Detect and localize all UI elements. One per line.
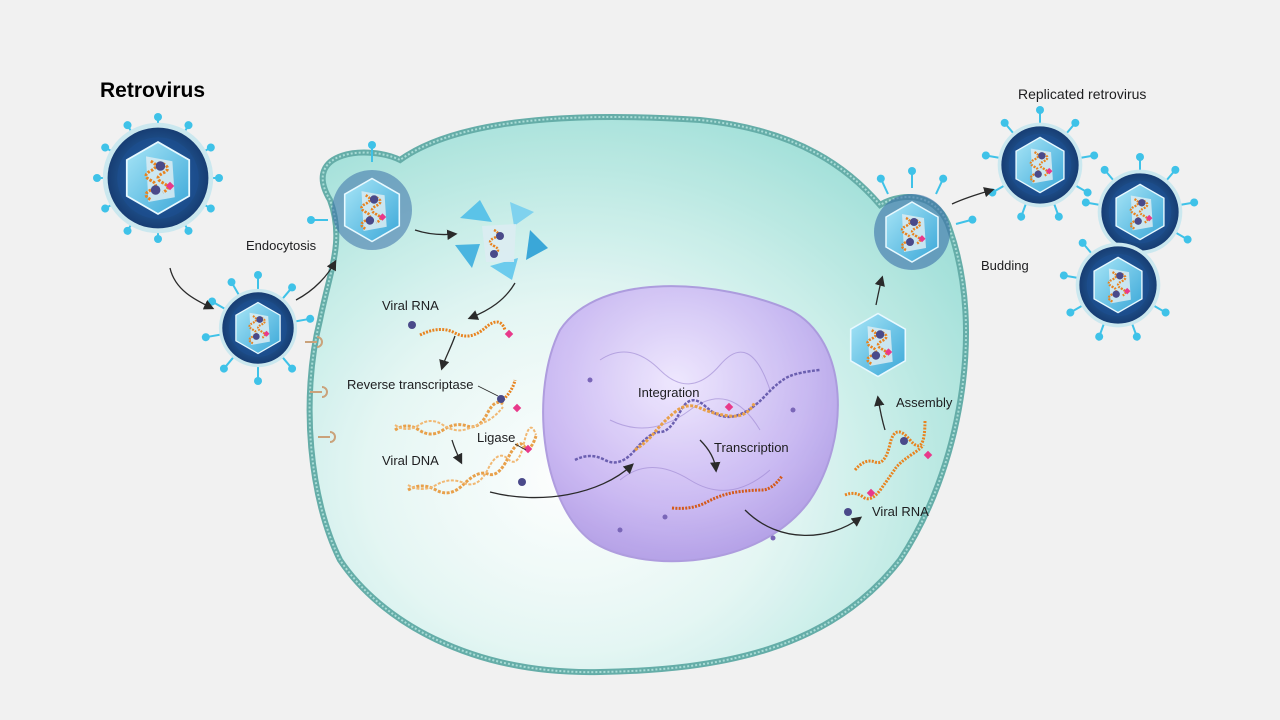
arrow-reverse-transcribe <box>439 335 456 371</box>
arrow-release <box>951 187 995 205</box>
leader-ligase <box>514 443 527 451</box>
arrow-integrate <box>489 463 634 499</box>
title: Retrovirus <box>100 79 205 102</box>
nucleus <box>542 285 839 563</box>
label-viral-rna-in: Viral RNA <box>382 298 439 313</box>
label-reverse-transcriptase: Reverse transcriptase <box>347 377 473 392</box>
free-retrovirus <box>92 112 224 244</box>
replicated-virion-1 <box>980 105 1100 223</box>
label-endocytosis: Endocytosis <box>246 238 317 253</box>
arrow-transcribe <box>699 439 721 473</box>
outgoing-viral-rna <box>844 419 933 516</box>
label-budding: Budding <box>981 258 1029 273</box>
replicated-virion-2 <box>1080 152 1200 254</box>
arrow-attach <box>169 267 215 310</box>
membrane-receptors <box>305 336 336 443</box>
linear-viral-dna <box>407 426 538 495</box>
arrow-bud <box>874 275 885 306</box>
process-arrows <box>169 187 995 537</box>
label-viral-dna: Viral DNA <box>382 453 439 468</box>
arrow-to-dna <box>451 439 463 465</box>
output-label: Replicated retrovirus <box>1018 86 1146 102</box>
arrow-assembly <box>874 395 886 431</box>
incoming-viral-rna <box>408 320 514 339</box>
label-integration: Integration <box>638 385 699 400</box>
uncoating-capsid <box>455 200 548 280</box>
integrated-provirus <box>574 368 821 464</box>
reverse-transcribed-dna <box>394 379 522 436</box>
label-assembly: Assembly <box>896 395 953 410</box>
endocytosed-virus <box>306 140 412 250</box>
arrow-export <box>744 509 863 537</box>
arrow-release-rna <box>467 282 516 320</box>
leader-reverse-transcriptase <box>477 385 499 397</box>
binding-virus <box>200 270 316 386</box>
budding-virus <box>874 166 979 270</box>
transcribed-rna <box>671 475 784 510</box>
label-ligase: Ligase <box>477 430 515 445</box>
label-viral-rna-out: Viral RNA <box>872 504 929 519</box>
label-transcription: Transcription <box>714 440 789 455</box>
arrow-endocytosis <box>295 259 337 301</box>
replicated-virion-3 <box>1058 236 1173 343</box>
arrow-uncoat <box>414 229 458 240</box>
